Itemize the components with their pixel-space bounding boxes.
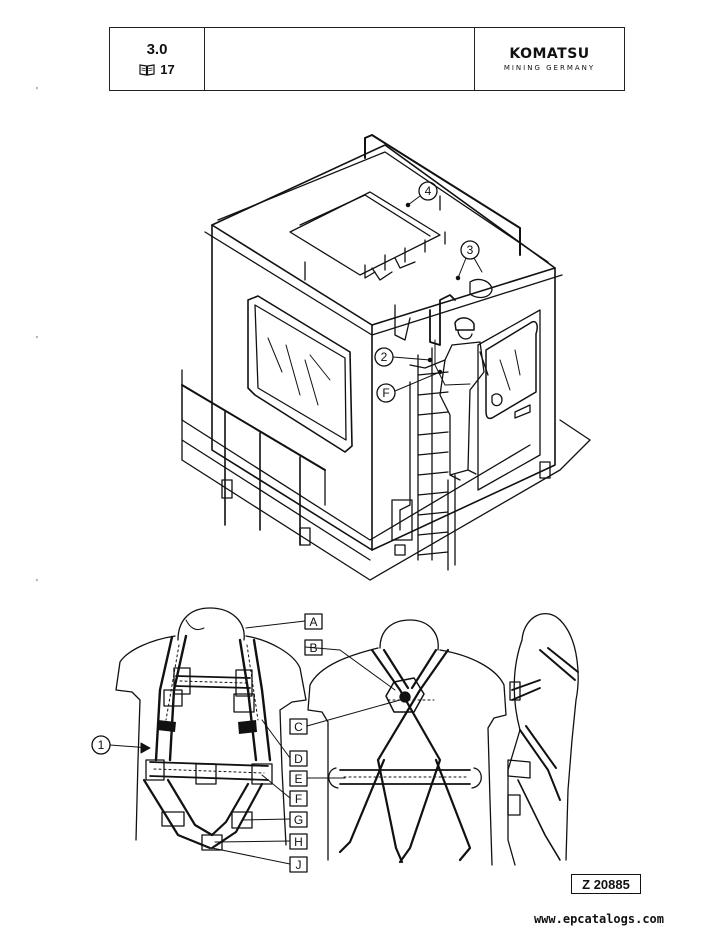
figure-reference: Z 20885	[571, 874, 641, 894]
book-icon	[139, 63, 155, 76]
callout-labels: 4 3 2 F 1 A B C D E F G H J	[98, 184, 474, 872]
footer-url: www.epcatalogs.com	[533, 912, 664, 926]
callout-a: A	[309, 615, 317, 629]
callout-c: C	[294, 720, 303, 734]
harness-side-view	[507, 612, 579, 866]
title-cell	[205, 28, 475, 90]
callout-d: D	[294, 752, 303, 766]
callout-f: F	[295, 792, 302, 806]
callout-j: J	[296, 858, 302, 872]
section-cell: 3.0 17	[110, 28, 205, 90]
margin-mark: '	[36, 86, 38, 97]
brand-subtitle: MINING GERMANY	[503, 64, 596, 72]
section-number: 3.0	[146, 41, 168, 58]
brand-logo: KOMATSU	[509, 46, 590, 62]
margin-mark: '	[36, 578, 38, 589]
page-header: 3.0 17 KOMATSU MINING GERMANY	[109, 27, 625, 91]
callout-h: H	[294, 835, 303, 849]
margin-mark: '	[36, 335, 38, 346]
callout-cab-4: 4	[425, 184, 432, 198]
cab-illustration	[181, 134, 591, 581]
page-reference: 17	[139, 62, 175, 77]
page-number: 17	[160, 62, 175, 77]
callout-g: G	[294, 813, 303, 827]
callout-b: B	[309, 641, 317, 655]
callout-cab-3: 3	[467, 243, 474, 257]
callout-harness-1: 1	[98, 738, 105, 752]
callout-cab-f: F	[382, 386, 389, 400]
harness-back-view	[307, 619, 507, 866]
callout-e: E	[294, 772, 302, 786]
harness-front-view	[115, 607, 307, 851]
callout-cab-2: 2	[381, 350, 388, 364]
logo-cell: KOMATSU MINING GERMANY	[475, 28, 624, 90]
harness-callouts	[91, 613, 401, 873]
